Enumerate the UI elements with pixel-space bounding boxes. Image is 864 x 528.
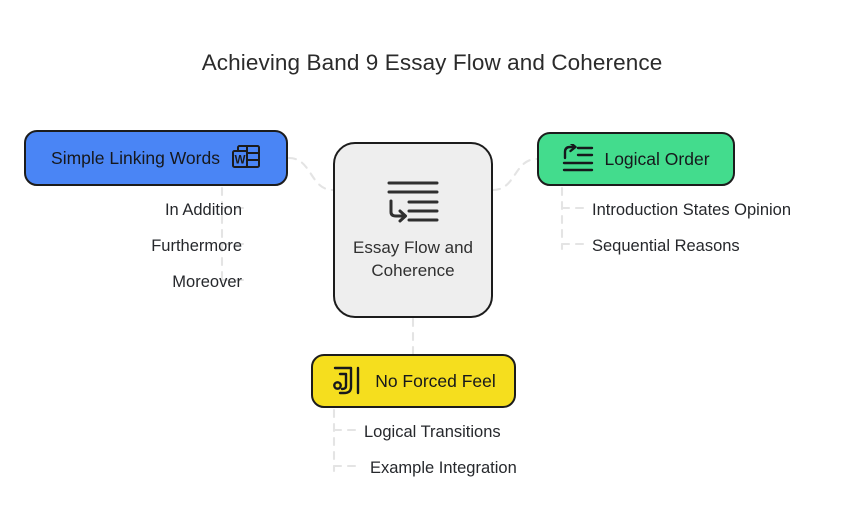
sub-label-introduction-states-opinion: Introduction States Opinion <box>592 201 792 219</box>
sub-label-example-integration: Example Integration <box>370 459 517 477</box>
node-simple-linking-words[interactable]: Simple Linking Words W <box>24 130 288 186</box>
connector-center-to-order <box>491 157 539 192</box>
abstract-glyph-icon <box>331 365 365 397</box>
word-document-icon: W <box>231 144 261 172</box>
node-center-label: Essay Flow and Coherence <box>353 237 473 280</box>
page-title: Achieving Band 9 Essay Flow and Coherenc… <box>201 50 663 75</box>
connector-center-to-linking <box>287 156 335 192</box>
svg-text:W: W <box>235 155 246 167</box>
sub-label-logical-transitions: Logical Transitions <box>364 423 501 441</box>
node-no-forced-feel[interactable]: No Forced Feel <box>311 354 516 408</box>
reorder-arrow-list-icon <box>562 144 594 174</box>
sub-label-moreover: Moreover <box>172 273 242 291</box>
node-order-label: Logical Order <box>604 148 710 169</box>
sub-label-furthermore: Furthermore <box>151 237 242 255</box>
node-forced-label: No Forced Feel <box>375 370 496 391</box>
sub-label-in-addition: In Addition <box>164 201 242 219</box>
sub-label-sequential-reasons: Sequential Reasons <box>592 237 740 255</box>
node-essay-flow-and-coherence[interactable]: Essay Flow and Coherence <box>333 142 493 318</box>
node-linking-label: Simple Linking Words <box>51 147 220 168</box>
text-wrap-indent-icon <box>385 178 441 223</box>
node-logical-order[interactable]: Logical Order <box>537 132 735 186</box>
